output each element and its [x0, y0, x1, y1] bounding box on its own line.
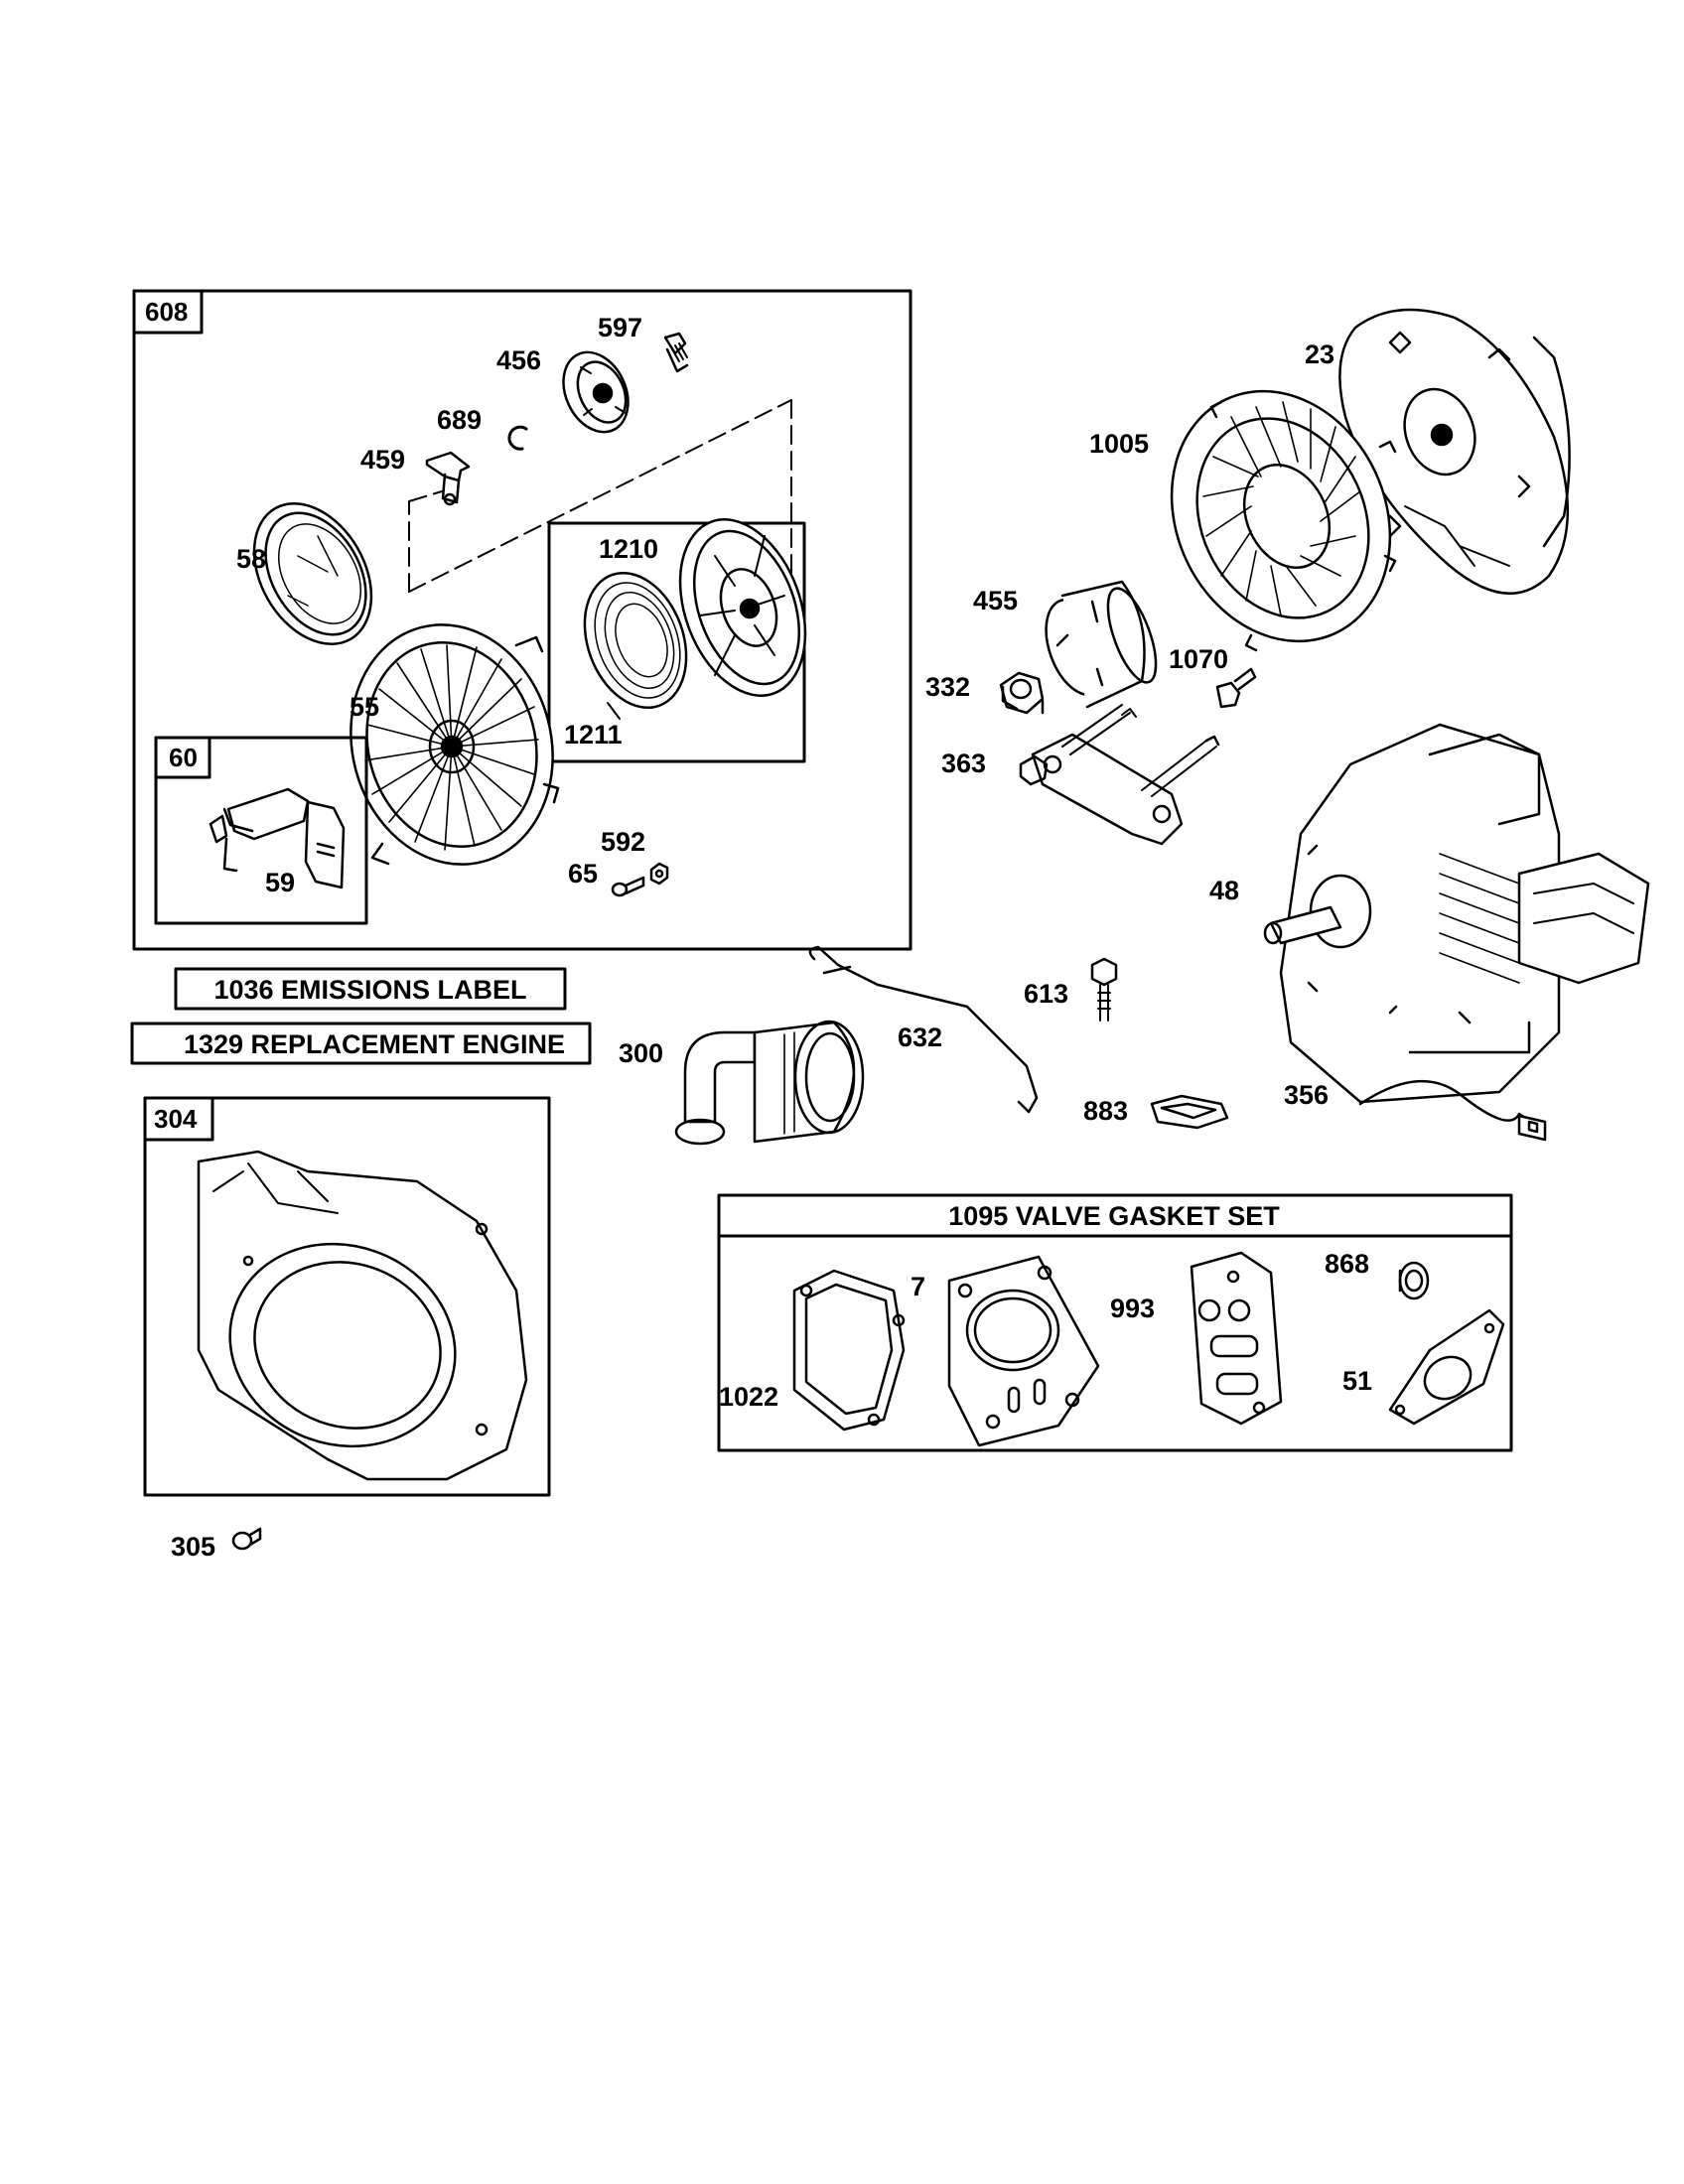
- group-box-608: [132, 289, 912, 951]
- part-613-label: 613: [1024, 979, 1068, 1009]
- spring-1211: [583, 571, 688, 720]
- label-engine: 1329 REPLACEMENT ENGINE: [184, 1029, 565, 1059]
- part-1070-label: 1070: [1169, 644, 1228, 674]
- part-305-label: 305: [171, 1532, 215, 1562]
- gasket-883: [1150, 1094, 1229, 1130]
- fan-1005: [1170, 389, 1397, 652]
- screw-305: [231, 1527, 262, 1551]
- bolt-613: [1090, 957, 1118, 1022]
- part-868-label: 868: [1325, 1249, 1369, 1279]
- seal-868: [1398, 1261, 1430, 1300]
- handle-60: [209, 787, 310, 873]
- group-box-1095: [717, 1193, 1513, 1452]
- flywheel-23: [1338, 308, 1571, 595]
- group-tag-60-label: 60: [169, 743, 198, 772]
- label-box-engine: [130, 1022, 592, 1065]
- part-363-label: 363: [941, 749, 986, 778]
- part-332-label: 332: [925, 672, 970, 702]
- group-tag-60: [154, 736, 211, 779]
- part-59-label: 59: [265, 868, 295, 897]
- screw-1070: [1215, 667, 1257, 709]
- part-300-label: 300: [619, 1038, 663, 1068]
- gasket-993: [1190, 1251, 1283, 1426]
- part-883-label: 883: [1083, 1096, 1128, 1126]
- group-tag-304: [143, 1096, 214, 1142]
- part-1211-label: 1211: [564, 720, 623, 750]
- part-1210-label: 1210: [599, 534, 658, 564]
- insert-59: [304, 800, 346, 889]
- part-356-label: 356: [1284, 1080, 1329, 1110]
- part-1005-label: 1005: [1089, 429, 1149, 459]
- nut-592: [649, 862, 669, 886]
- group-box-304: [143, 1096, 551, 1497]
- part-48-label: 48: [1209, 876, 1239, 905]
- blower-housing-304: [197, 1150, 528, 1481]
- label-gasket-set: 1095 VALVE GASKET SET: [948, 1201, 1280, 1231]
- clip-689: [507, 425, 528, 451]
- gasket-51: [1388, 1308, 1505, 1426]
- part-592-label: 592: [601, 827, 645, 857]
- engine-48: [1263, 723, 1650, 1104]
- part-597-label: 597: [598, 313, 642, 342]
- cup-455: [1045, 580, 1158, 709]
- part-993-label: 993: [1110, 1294, 1155, 1323]
- link-632: [808, 945, 1039, 1114]
- nut-332: [999, 671, 1045, 715]
- part-7-label: 7: [911, 1272, 925, 1301]
- part-456-label: 456: [496, 345, 541, 375]
- group-tag-608: [132, 289, 204, 335]
- screw-597: [663, 332, 689, 373]
- label-box-emissions: [174, 967, 567, 1011]
- part-23-label: 23: [1305, 340, 1334, 369]
- gasket-1022: [792, 1269, 906, 1432]
- wire-356: [1358, 1079, 1547, 1142]
- alignment-guide: [408, 399, 792, 597]
- part-65-label: 65: [568, 859, 598, 888]
- part-455-label: 455: [973, 586, 1018, 615]
- group-tag-304-label: 304: [154, 1104, 198, 1134]
- starter-housing-55: [350, 623, 560, 866]
- part-58-label: 58: [236, 544, 266, 574]
- part-459-label: 459: [360, 445, 405, 475]
- pawl-459: [425, 451, 471, 506]
- part-689-label: 689: [437, 405, 482, 435]
- part-55-label: 55: [350, 692, 379, 722]
- part-1022-label: 1022: [719, 1382, 778, 1412]
- bracket-363: [1019, 704, 1220, 846]
- group-tag-608-label: 608: [145, 297, 188, 327]
- pulley-1210: [678, 518, 807, 697]
- label-emissions: 1036 EMISSIONS LABEL: [213, 975, 526, 1005]
- head-gasket-7: [947, 1255, 1100, 1447]
- rewind-spring-58: [252, 501, 373, 646]
- part-632-label: 632: [898, 1023, 942, 1052]
- screw-65: [611, 876, 645, 897]
- intake-300: [674, 1020, 865, 1146]
- part-51-label: 51: [1342, 1366, 1372, 1396]
- retainer-456: [562, 350, 630, 434]
- group-box-60: [154, 736, 368, 925]
